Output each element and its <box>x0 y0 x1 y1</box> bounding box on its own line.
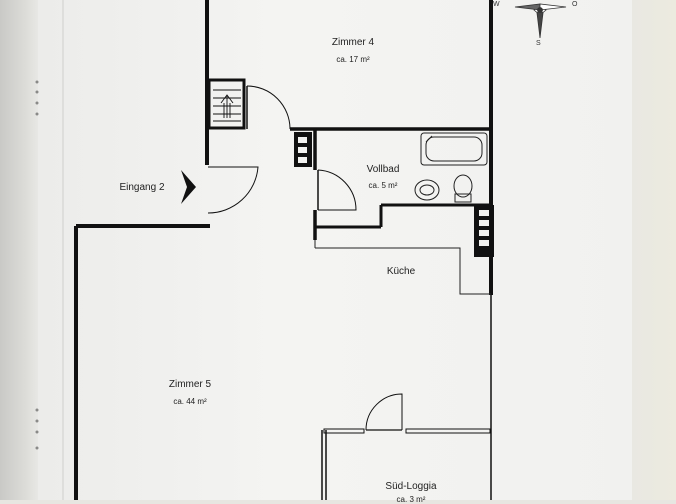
entrance-label: Eingang 2 <box>119 182 165 193</box>
door-zimmer4 <box>246 85 291 130</box>
floor-plan-sheet <box>38 0 638 500</box>
room-label-kueche: Küche <box>386 266 416 277</box>
washbasin <box>414 179 440 201</box>
room-label-vollbad: Vollbad <box>366 164 400 175</box>
compass-south-label: S <box>536 40 541 47</box>
staircase <box>207 78 246 130</box>
door-swings <box>207 85 403 431</box>
room-label-zimmer4: Zimmer 4 <box>331 37 375 48</box>
compass-west-label: W <box>493 1 500 8</box>
background-surface <box>632 0 676 500</box>
compass-east-label: O <box>572 1 578 8</box>
room-label-loggia: Süd-Loggia <box>385 481 437 492</box>
bath-fixtures <box>414 132 488 203</box>
door-entrance <box>207 166 259 214</box>
binding-holes <box>35 80 39 450</box>
kitchen-counter <box>315 247 491 295</box>
entrance-arrow-icon <box>181 170 196 204</box>
room-area-vollbad: ca. 5 m² <box>368 181 398 190</box>
room-area-zimmer5: ca. 44 m² <box>173 397 207 406</box>
toilet <box>453 174 473 198</box>
bathtub <box>420 132 488 166</box>
room-area-zimmer4: ca. 17 m² <box>336 55 370 64</box>
door-loggia <box>365 393 403 431</box>
interior-lines <box>314 240 491 295</box>
room-label-zimmer5: Zimmer 5 <box>168 379 212 390</box>
compass-icon <box>514 3 567 39</box>
door-bath <box>317 169 357 211</box>
walls <box>74 0 493 500</box>
windows <box>323 428 491 434</box>
toilet-tank <box>454 193 472 203</box>
